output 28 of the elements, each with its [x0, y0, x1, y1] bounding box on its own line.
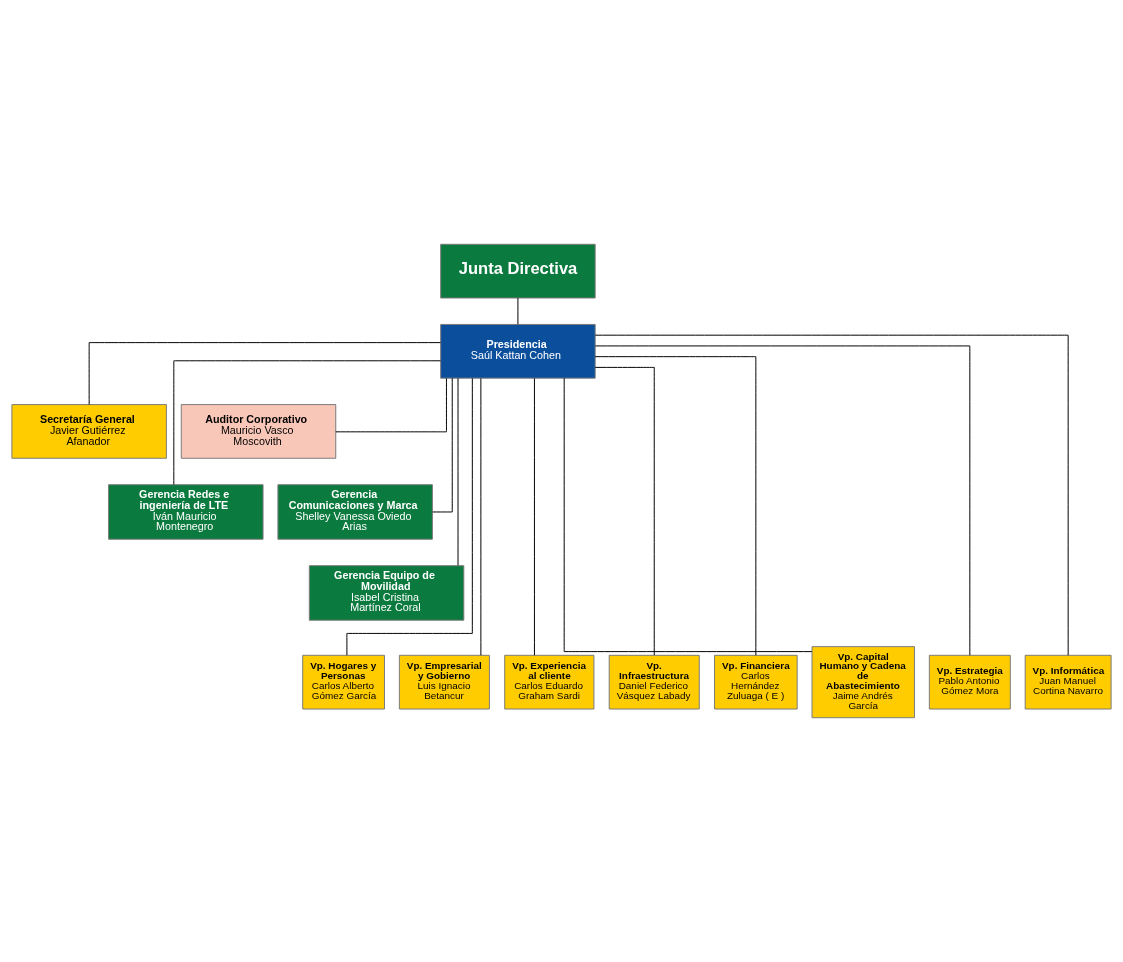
connector	[346, 377, 473, 656]
connector	[594, 345, 971, 656]
connector	[533, 377, 535, 656]
node-box: Vp. Financiera Carlos Hernández Zuluaga ( E )	[714, 654, 798, 710]
connector	[594, 356, 757, 656]
node-box: Vp. Estrategia Pablo Antonio Gómez Mora	[928, 654, 1011, 710]
node-box: Gerencia Redes e ingeniería de LTE Iván Mauricio Montenegro	[108, 484, 264, 540]
node-box: Junta Directiva	[440, 243, 596, 299]
connector	[517, 297, 519, 325]
connector	[88, 342, 441, 406]
node-box: Vp. Experiencia al cliente Carlos Eduardo Graham Sardi	[504, 654, 595, 710]
node-box: Vp. Hogares y Personas Carlos Alberto Gómez García	[302, 654, 385, 710]
node-box: Vp. Empresarial y Gobierno Luis Ignacio Betancur	[398, 654, 490, 710]
node-box: Secretaría General Javier Gutiérrez Afanador	[11, 404, 167, 459]
connector	[563, 377, 813, 653]
connector	[594, 366, 655, 656]
node-box: Gerencia Equipo de Movilidad Isabel Cristina Martínez Coral	[308, 565, 465, 621]
node-box: Vp. Capital Humano y Cadena de Abastecimiento Jaime Andrés García	[811, 646, 915, 719]
node-box: Vp. Infraestructura Daniel Federico Vásquez Labady	[608, 654, 700, 710]
node-box: Auditor Corporativo Mauricio Vasco Moscovith	[180, 404, 337, 459]
node-box: Vp. Informática Juan Manuel Cortina Navarro	[1024, 654, 1112, 710]
connector	[335, 377, 447, 433]
connector	[594, 334, 1069, 656]
connector	[480, 377, 482, 656]
node-box: Gerencia Comunicaciones y Marca Shelley Vanessa Oviedo Arias	[277, 484, 433, 540]
connector	[173, 360, 441, 486]
node-box: Presidencia Saúl Kattan Cohen	[440, 323, 596, 379]
connector	[432, 377, 453, 513]
